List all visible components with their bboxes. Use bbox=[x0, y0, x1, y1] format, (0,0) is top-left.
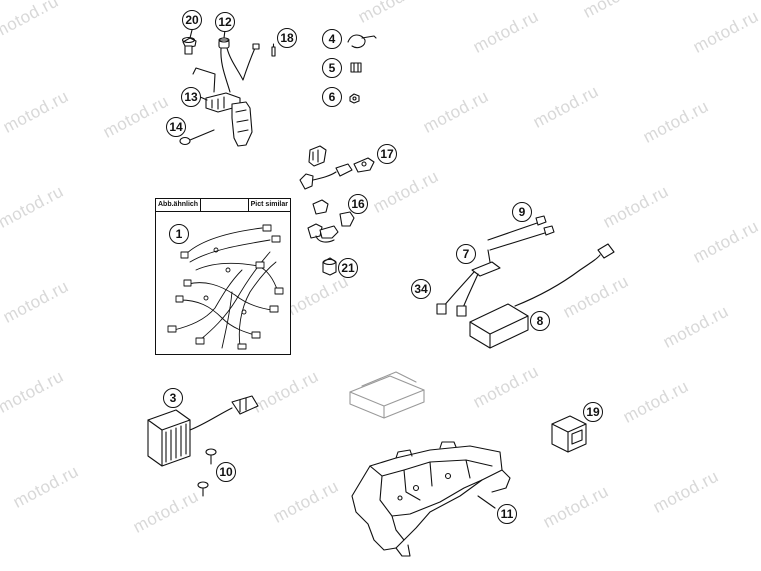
part-4-cable-tie bbox=[347, 34, 377, 49]
part-6-nut bbox=[349, 93, 360, 104]
part-17-connectors bbox=[299, 145, 375, 190]
callout-6: 6 bbox=[322, 87, 342, 107]
callout-16: 16 bbox=[348, 194, 368, 214]
callout-14: 14 bbox=[166, 117, 186, 137]
part-18-pin bbox=[271, 43, 276, 57]
callout-3: 3 bbox=[163, 388, 183, 408]
callout-34: 34 bbox=[411, 279, 431, 299]
callout-1: 1 bbox=[169, 224, 189, 244]
part-12-cable bbox=[218, 37, 260, 93]
callout-5: 5 bbox=[322, 58, 342, 78]
part-19-relay bbox=[551, 415, 587, 453]
callout-12: 12 bbox=[215, 12, 235, 32]
leader-20 bbox=[189, 29, 193, 39]
leader-11 bbox=[477, 495, 496, 509]
part-16-connectors bbox=[307, 199, 355, 243]
callout-8: 8 bbox=[530, 311, 550, 331]
part-3-voltage-regulator bbox=[147, 395, 259, 467]
callout-21: 21 bbox=[338, 258, 358, 278]
callout-13: 13 bbox=[181, 87, 201, 107]
callout-4: 4 bbox=[322, 29, 342, 49]
part-5-clip bbox=[350, 62, 362, 73]
callout-18: 18 bbox=[277, 28, 297, 48]
part-20-plug bbox=[181, 36, 197, 55]
inset-header bbox=[156, 199, 290, 212]
part-ecu-unnumbered bbox=[349, 371, 425, 419]
callout-20: 20 bbox=[182, 10, 202, 30]
part-9-cables bbox=[487, 215, 555, 251]
inset-label-abb: Abb.ähnlich bbox=[156, 199, 202, 211]
part-13-fuse-box bbox=[192, 67, 253, 147]
part-21-grommet bbox=[322, 257, 337, 276]
callout-19: 19 bbox=[583, 402, 603, 422]
callout-7: 7 bbox=[456, 244, 476, 264]
part-7-sensor-cable bbox=[436, 249, 501, 317]
part-11-electronics-tray bbox=[351, 441, 511, 557]
callout-17: 17 bbox=[377, 144, 397, 164]
part-8-control-unit bbox=[469, 243, 615, 349]
callout-11: 11 bbox=[497, 504, 517, 524]
part-10-screws bbox=[197, 448, 217, 497]
part-1-wiring-harness bbox=[167, 224, 284, 350]
part-14-screw bbox=[179, 129, 215, 146]
inset-label-pict: Pict similar bbox=[247, 199, 290, 211]
callout-10: 10 bbox=[216, 462, 236, 482]
callout-9: 9 bbox=[512, 202, 532, 222]
